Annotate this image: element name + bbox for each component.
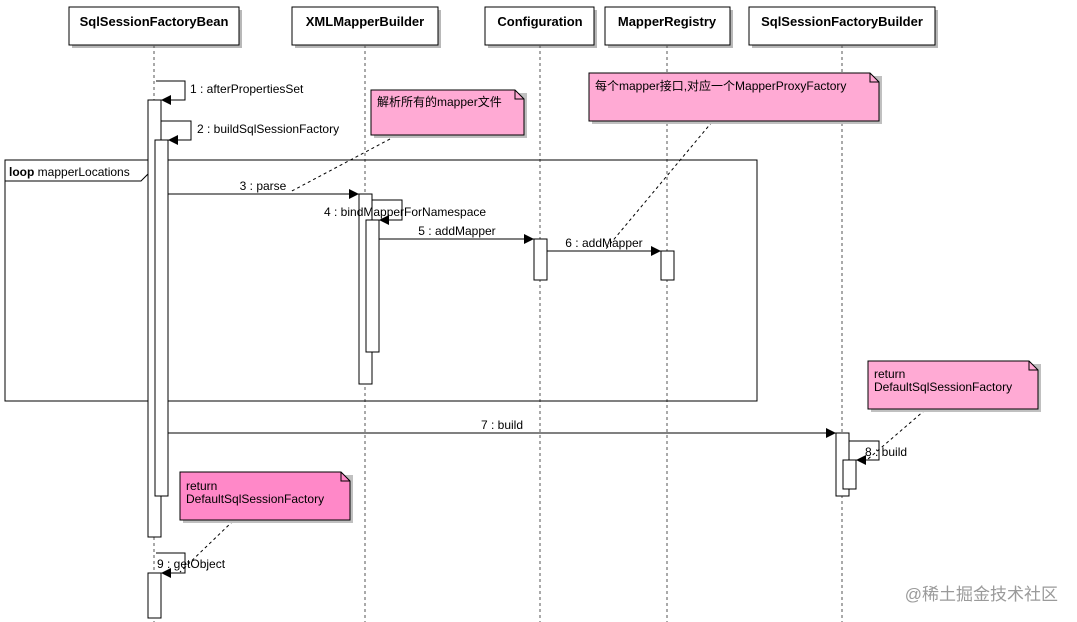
message-label: 8 : build xyxy=(865,445,907,459)
message-label: 5 : addMapper xyxy=(418,224,495,238)
loop-frame: loop mapperLocations xyxy=(4,159,758,402)
note-return-bean[interactable]: return DefaultSqlSessionFactory xyxy=(179,471,353,573)
message-7[interactable]: 7 : build xyxy=(168,418,836,438)
message-9[interactable]: 9 : getObject xyxy=(156,552,226,578)
lifeline-title: MapperRegistry xyxy=(618,14,717,29)
message-label: 7 : build xyxy=(481,418,523,432)
lifeline-mapperregistry[interactable]: MapperRegistry xyxy=(604,6,733,622)
lifeline-xmlmapperbuilder[interactable]: XMLMapperBuilder xyxy=(291,6,441,622)
message-2[interactable]: 2 : buildSqlSessionFactory xyxy=(161,120,339,145)
loop-label: loop mapperLocations xyxy=(9,165,130,179)
message-5[interactable]: 5 : addMapper xyxy=(379,224,534,244)
message-label: 4 : bindMapperForNamespace xyxy=(324,205,486,219)
message-8[interactable]: 8 : build xyxy=(849,440,907,465)
watermark: @稀土掘金技术社区 xyxy=(905,585,1058,604)
lifeline-sqlsessionfactorybuilder[interactable]: SqlSessionFactoryBuilder xyxy=(748,6,938,622)
message-label: 3 : parse xyxy=(240,179,287,193)
message-6[interactable]: 6 : addMapper xyxy=(547,236,661,256)
note-text: 每个mapper接口,对应一个MapperProxyFactory xyxy=(595,78,846,93)
activation-xml-inner xyxy=(365,219,380,353)
lifeline-title: SqlSessionFactoryBuilder xyxy=(761,14,923,29)
lifeline-configuration[interactable]: Configuration xyxy=(484,6,597,622)
message-3[interactable]: 3 : parse xyxy=(168,179,359,199)
note-text: 解析所有的mapper文件 xyxy=(377,94,502,109)
note-text: return xyxy=(874,367,905,381)
lifeline-title: SqlSessionFactoryBean xyxy=(80,14,229,29)
note-text: DefaultSqlSessionFactory xyxy=(874,380,1012,394)
lifeline-title: XMLMapperBuilder xyxy=(306,14,424,29)
activation-config xyxy=(533,238,548,281)
message-1[interactable]: 1 : afterPropertiesSet xyxy=(156,80,304,105)
message-label: 9 : getObject xyxy=(157,557,226,571)
lifeline-title: Configuration xyxy=(497,14,582,29)
note-mapper-proxy[interactable]: 每个mapper接口,对应一个MapperProxyFactory xyxy=(588,72,882,251)
activation-bean-inner xyxy=(154,139,169,497)
activation-builder-inner xyxy=(842,459,857,490)
message-4[interactable]: 4 : bindMapperForNamespace xyxy=(324,199,486,225)
activation-bean-getobject xyxy=(147,572,162,619)
activation-registry xyxy=(660,250,675,281)
message-label: 2 : buildSqlSessionFactory xyxy=(197,122,339,136)
note-return-builder[interactable]: return DefaultSqlSessionFactory xyxy=(867,360,1041,460)
message-label: 6 : addMapper xyxy=(565,236,642,250)
lifeline-sqlsessionfactorybean[interactable]: SqlSessionFactoryBean xyxy=(68,6,242,622)
note-text: return xyxy=(186,479,217,493)
note-parse-mapper[interactable]: 解析所有的mapper文件 xyxy=(289,89,527,193)
note-text: DefaultSqlSessionFactory xyxy=(186,492,324,506)
message-label: 1 : afterPropertiesSet xyxy=(190,82,304,96)
